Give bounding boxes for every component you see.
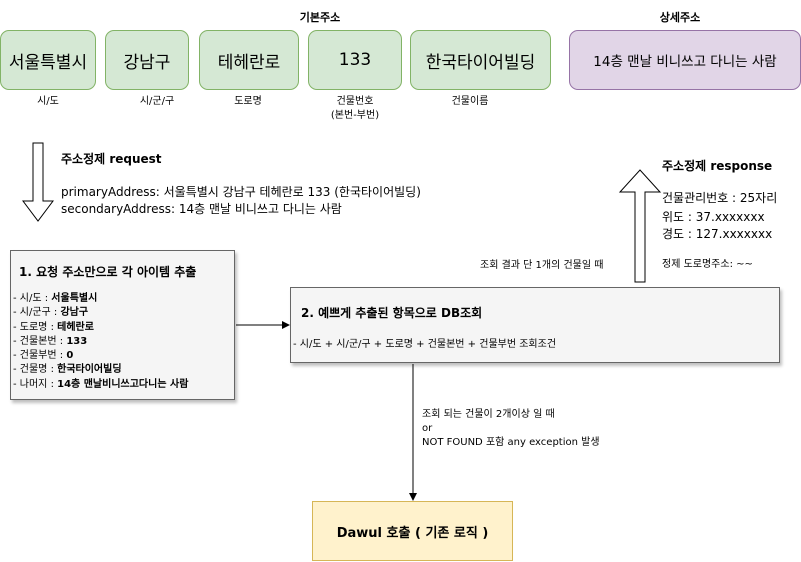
response-latitude: 위도 : 37.xxxxxxx xyxy=(662,210,765,224)
sigungu-value: 강남구 xyxy=(123,52,171,73)
sido-value: 서울특별시 xyxy=(8,52,88,73)
step1-title: 1. 요청 주소만으로 각 아이템 추출 xyxy=(19,265,197,279)
step1-row-value: 133 xyxy=(66,335,88,347)
sigungu-box: 강남구 xyxy=(105,30,189,90)
step1-row: - 시/도 : 서울특별시 xyxy=(13,292,188,306)
step2-box: 2. 예쁘게 추출된 항목으로 DB조회 - 시/도 + 시/군/구 + 도로명… xyxy=(290,287,780,363)
detail-address-value: 14층 맨날 비니쓰고 다니는 사람 xyxy=(593,54,777,70)
request-down-arrow-icon xyxy=(22,142,54,222)
request-primary-address: primaryAddress: 서울특별시 강남구 테헤란로 133 (한국타이… xyxy=(61,185,421,199)
step1-row: - 나머지 : 14층 맨날비니쓰고다니는 사람 xyxy=(13,378,188,392)
building-number-caption: 건물번호 (본번-부번) xyxy=(320,95,390,123)
building-number-box: 133 xyxy=(308,30,402,90)
building-number-value: 133 xyxy=(338,50,372,70)
step1-row-label: - 건물명 : xyxy=(13,364,58,376)
sido-box: 서울특별시 xyxy=(0,30,96,90)
step1-row: - 건물명 : 한국타이어빌딩 xyxy=(13,363,188,377)
sido-caption: 시/도 xyxy=(37,96,59,107)
fallback-condition-line1: 조회 되는 건물이 2개이상 일 때 xyxy=(422,409,555,420)
step1-row: - 도로명 : 테헤란로 xyxy=(13,321,188,335)
response-up-arrow-icon xyxy=(618,169,662,283)
step1-row-value: 14층 맨날비니쓰고다니는 사람 xyxy=(57,378,189,390)
building-number-caption-line1: 건물번호 xyxy=(336,96,374,107)
response-refined-road-address: 정제 도로명주소: ~~ xyxy=(662,259,753,270)
step1-row: - 건물부번 : 0 xyxy=(13,349,188,363)
step1-rows: - 시/도 : 서울특별시 - 시/군구 : 강남구 - 도로명 : 테헤란로 … xyxy=(13,292,188,392)
road-name-box: 테헤란로 xyxy=(199,30,299,90)
detail-address-box: 14층 맨날 비니쓰고 다니는 사람 xyxy=(569,30,801,90)
road-name-value: 테헤란로 xyxy=(217,52,281,73)
step2-condition: - 시/도 + 시/군/구 + 도로명 + 건물본번 + 건물부번 조회조건 xyxy=(293,339,557,350)
step1-row-label: - 도로명 : xyxy=(13,321,58,333)
step2-title: 2. 예쁘게 추출된 항목으로 DB조회 xyxy=(301,306,483,320)
step1-to-step2-arrowhead-icon xyxy=(282,321,290,329)
step1-row-value: 0 xyxy=(66,350,74,362)
fallback-condition-line2: or xyxy=(422,423,433,434)
step1-row: - 건물본번 : 133 xyxy=(13,335,188,349)
response-title: 주소정제 response xyxy=(662,159,773,173)
fallback-condition: 조회 되는 건물이 2개이상 일 때 or NOT FOUND 포함 any e… xyxy=(422,408,600,450)
response-longitude: 경도 : 127.xxxxxxx xyxy=(662,227,773,241)
step1-row-label: - 건물부번 : xyxy=(13,350,67,362)
request-title: 주소정제 request xyxy=(61,152,162,166)
basic-address-header: 기본주소 xyxy=(299,11,341,24)
step1-row-label: - 건물본번 : xyxy=(13,335,67,347)
sigungu-caption: 시/군/구 xyxy=(139,96,175,107)
fallback-condition-line3: NOT FOUND 포함 any exception 발생 xyxy=(422,437,600,448)
step1-row-label: - 시/도 : xyxy=(13,293,52,304)
step1-row: - 시/군구 : 강남구 xyxy=(13,306,188,320)
road-name-caption: 도로명 xyxy=(234,96,262,107)
response-building-id: 건물관리번호 : 25자리 xyxy=(662,191,778,205)
detail-address-header: 상세주소 xyxy=(659,11,701,24)
building-name-value: 한국타이어빌딩 xyxy=(425,52,536,73)
dawul-label: Dawul 호출 ( 기존 로직 ) xyxy=(336,525,489,541)
building-name-box: 한국타이어빌딩 xyxy=(410,30,551,90)
building-name-caption: 건물이름 xyxy=(451,96,489,107)
step1-row-value: 강남구 xyxy=(60,307,89,319)
building-number-caption-line2: (본번-부번) xyxy=(330,110,380,121)
step1-row-value: 테헤란로 xyxy=(57,321,94,333)
step1-row-value: 한국타이어빌딩 xyxy=(57,364,122,376)
step1-row-value: 서울특별시 xyxy=(51,293,98,304)
request-secondary-address: secondaryAddress: 14층 맨날 비니쓰고 다니는 사람 xyxy=(61,202,342,216)
step1-box: 1. 요청 주소만으로 각 아이템 추출 - 시/도 : 서울특별시 - 시/군… xyxy=(10,250,235,400)
single-result-label: 조회 결과 단 1개의 건물일 때 xyxy=(480,260,604,271)
step1-row-label: - 나머지 : xyxy=(13,378,58,390)
step1-row-label: - 시/군구 : xyxy=(13,307,61,319)
step2-to-dawul-arrowhead-icon xyxy=(409,493,417,501)
dawul-box: Dawul 호출 ( 기존 로직 ) xyxy=(312,501,513,561)
